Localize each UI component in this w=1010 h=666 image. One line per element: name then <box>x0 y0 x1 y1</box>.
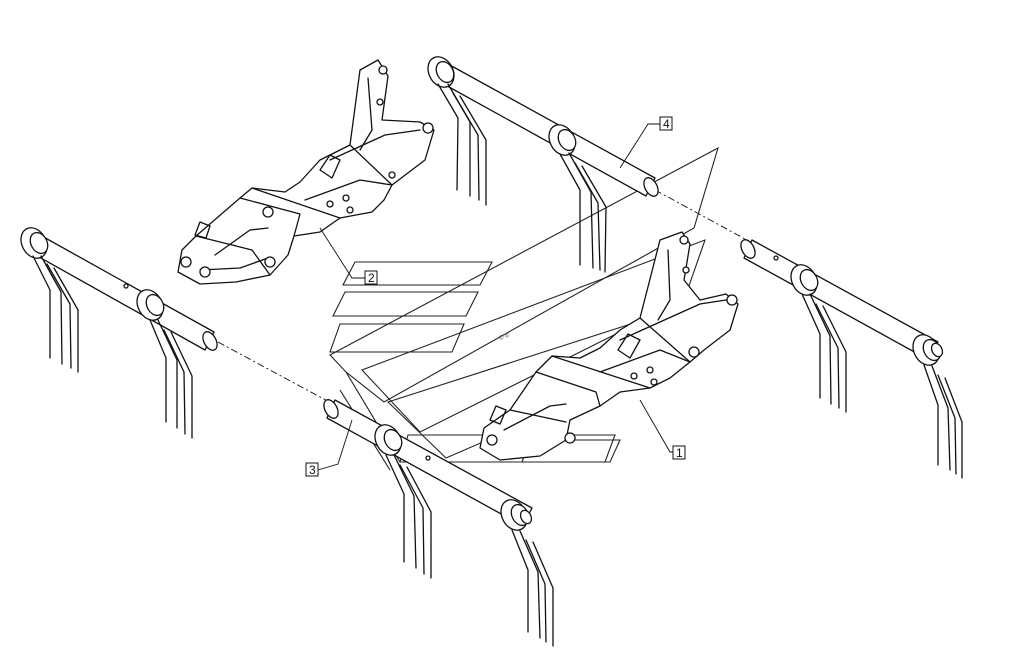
part-3-shaft-assembly <box>323 399 554 647</box>
callout-4-label: 4 <box>663 117 670 131</box>
callout-1-box <box>672 445 686 460</box>
callout-4: 4 <box>619 116 673 169</box>
callout-3-label: 3 <box>309 463 316 477</box>
part-2-frame-bracket <box>177 59 435 285</box>
svg-text:© ©: © © <box>498 332 511 342</box>
callout-2: 2 <box>319 227 378 285</box>
part-1-frame-bracket <box>479 231 739 461</box>
callout-1: 1 <box>639 399 686 460</box>
left-shaft-assembly <box>20 227 218 439</box>
callout-4-box <box>659 116 673 131</box>
callout-2-label: 2 <box>368 271 375 285</box>
callout-1-label: 1 <box>676 446 683 460</box>
callout-3: 3 <box>305 419 353 477</box>
right-shaft-assembly <box>740 239 963 479</box>
part-4-shaft-assembly <box>427 56 659 273</box>
callout-2-box <box>364 270 378 285</box>
callout-3-box <box>305 462 319 477</box>
